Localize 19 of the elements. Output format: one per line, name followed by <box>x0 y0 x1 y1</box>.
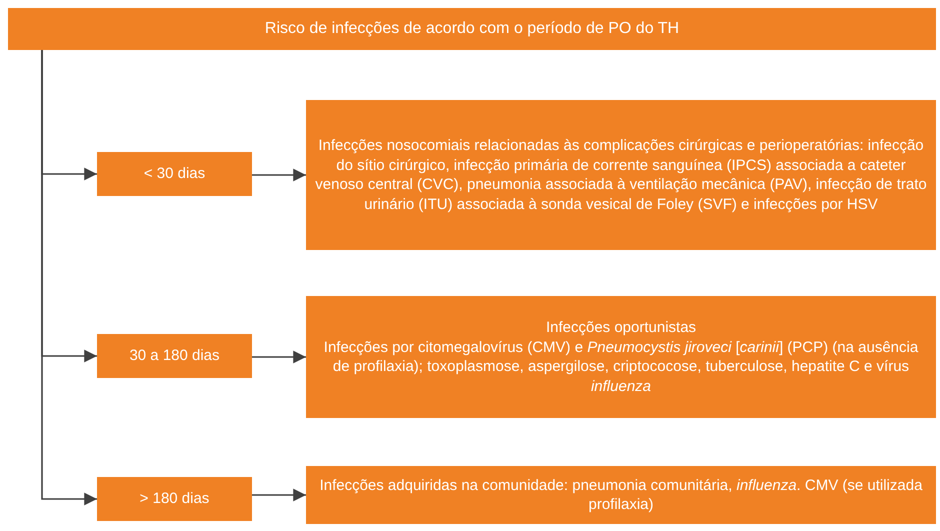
text: Infecções por citomegalovírus (CMV) e Pneumocystis jiroveci [carinii] (PCP) (na ausência de profilaxia); toxoplasmose, aspergilose, criptococose, tuberculose, hepatite C e vírus influenza <box>322 338 920 396</box>
text: 30 a 180 dias <box>129 346 220 366</box>
text: > 180 dias <box>140 489 210 509</box>
text: Infecções adquiridas na comunidade: pneumonia comunitária, influenza. CMV (se utilizada profilaxia) <box>318 476 924 514</box>
arrow <box>252 168 306 182</box>
description-box <box>306 296 936 418</box>
title-bar <box>8 8 936 50</box>
description-box <box>306 100 936 250</box>
text: Risco de infecções de acordo com o período de PO do TH <box>264 18 680 39</box>
period-box <box>97 334 252 378</box>
period-box <box>97 477 252 521</box>
arrow <box>252 350 306 364</box>
arrow <box>252 488 306 502</box>
text: < 30 dias <box>144 164 206 184</box>
heading: Infecções oportunistas <box>546 318 696 338</box>
text: Infecções nosocomiais relacionadas às complicações cirúrgicas e perioperatórias: infecção do sítio cirúrgico, infecção primária de corrente sanguínea (IPCS) associada a cateter venoso central (CVC), pneumonia associada à ventilação mecânica (PAV), infecção de trato urinário (ITU) associada à sonda vesical de Foley (SVF) e infecções por HSV <box>314 136 928 214</box>
arrow <box>41 50 97 506</box>
period-box <box>97 152 252 196</box>
description-box <box>306 466 936 524</box>
